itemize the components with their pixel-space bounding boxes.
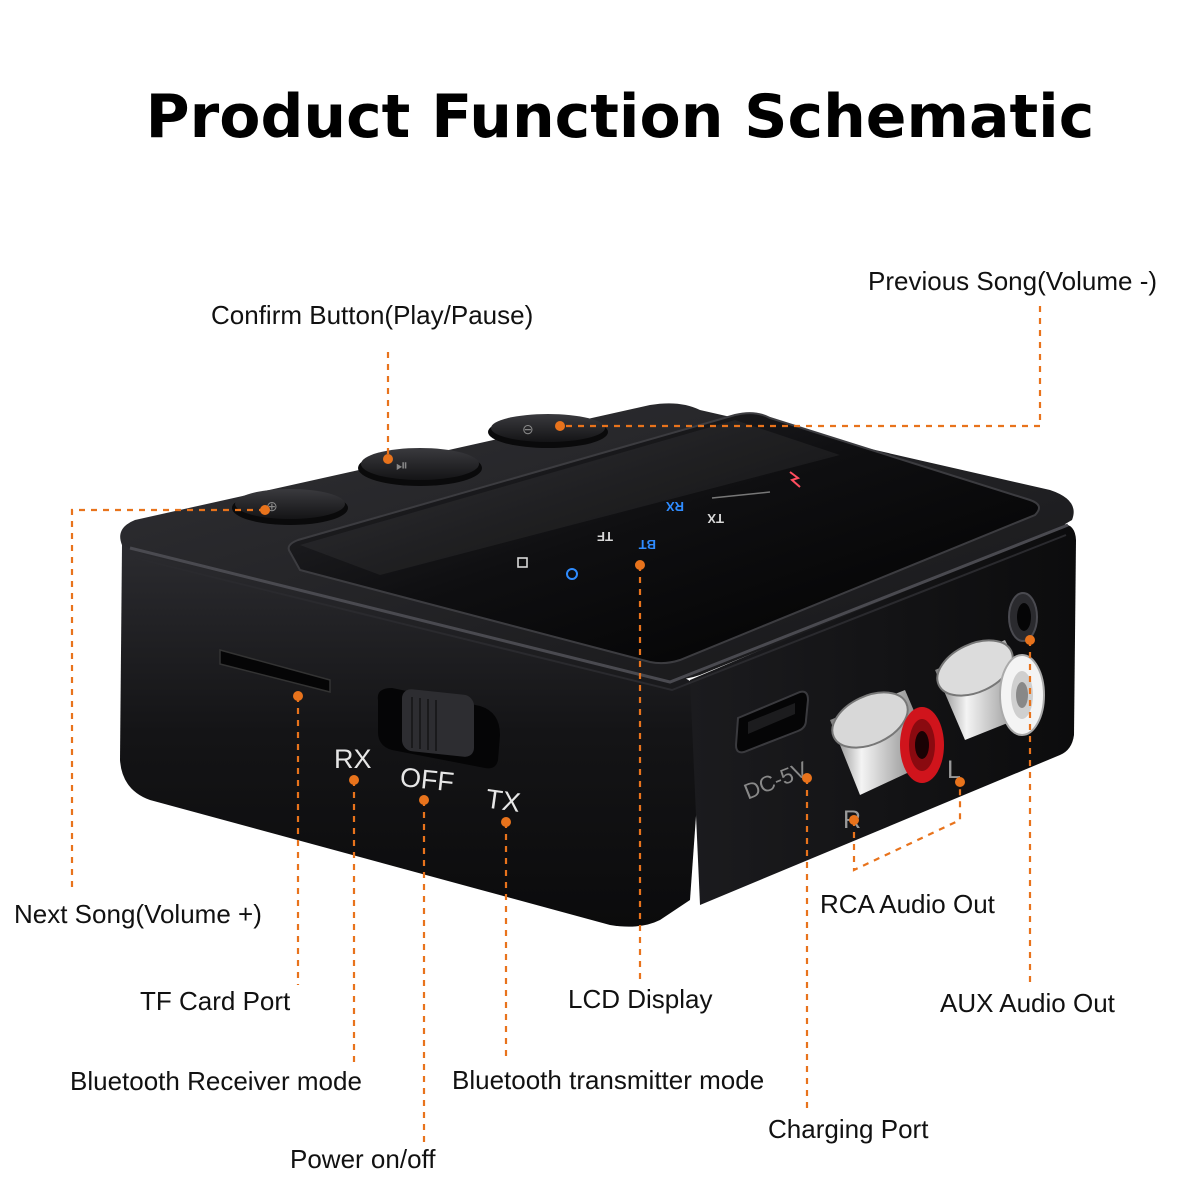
rca-left-jack[interactable] xyxy=(929,629,1045,740)
next-song-button[interactable]: ⊕ xyxy=(232,489,348,525)
mode-switch[interactable] xyxy=(377,688,500,769)
switch-tx-marking: TX xyxy=(484,783,522,818)
lcd-display-label: LCD Display xyxy=(568,984,713,1014)
play-pause-icon: ⏯ xyxy=(396,457,408,474)
power-onoff-label: Power on/off xyxy=(290,1144,436,1174)
lcd-glass xyxy=(287,412,1040,665)
lcd-tf-indicator: TF xyxy=(597,529,613,544)
minus-icon: ⊖ xyxy=(522,421,534,437)
aux-port[interactable] xyxy=(1008,592,1038,642)
previous-song-label: Previous Song(Volume -) xyxy=(868,266,1158,296)
lcd-card-icon xyxy=(517,557,528,568)
previous-song-button[interactable]: ⊖ xyxy=(488,414,608,448)
charging-indicator-icon xyxy=(789,471,801,488)
bt-transmitter-mode-label: Bluetooth transmitter mode xyxy=(452,1065,765,1095)
previous-song-callout xyxy=(560,306,1042,428)
page-title: Product Function Schematic xyxy=(145,82,1095,152)
lcd-indicators: BT TF RX TX xyxy=(517,471,801,580)
switch-rx-marking: RX xyxy=(334,744,372,774)
lcd-bluetooth-icon xyxy=(566,568,578,580)
charging-port-label: Charging Port xyxy=(768,1114,929,1144)
rca-right-jack[interactable] xyxy=(824,681,944,795)
lcd-tx-indicator: TX xyxy=(707,511,724,526)
confirm-button[interactable]: ⏯ xyxy=(358,448,482,486)
switch-off-marking: OFF xyxy=(399,762,456,797)
tf-card-slot[interactable] xyxy=(219,649,331,693)
aux-audio-out-label: AUX Audio Out xyxy=(940,988,1115,1018)
plus-icon: ⊕ xyxy=(266,498,278,514)
tf-card-port-label: TF Card Port xyxy=(140,986,291,1016)
lcd-bt-indicator: BT xyxy=(639,537,656,552)
bt-receiver-mode-label: Bluetooth Receiver mode xyxy=(70,1066,362,1096)
confirm-button-label: Confirm Button(Play/Pause) xyxy=(211,300,534,330)
rca-callout xyxy=(852,782,962,872)
dc-charging-port[interactable] xyxy=(734,690,810,754)
rca-left-marking: L xyxy=(947,756,961,784)
next-song-callout xyxy=(70,508,265,893)
callout-endpoints xyxy=(260,421,1035,827)
next-song-label: Next Song(Volume +) xyxy=(14,899,262,929)
rca-audio-out-label: RCA Audio Out xyxy=(820,889,995,919)
callout-lines xyxy=(70,306,1042,1145)
lcd-rx-indicator: RX xyxy=(666,499,684,514)
